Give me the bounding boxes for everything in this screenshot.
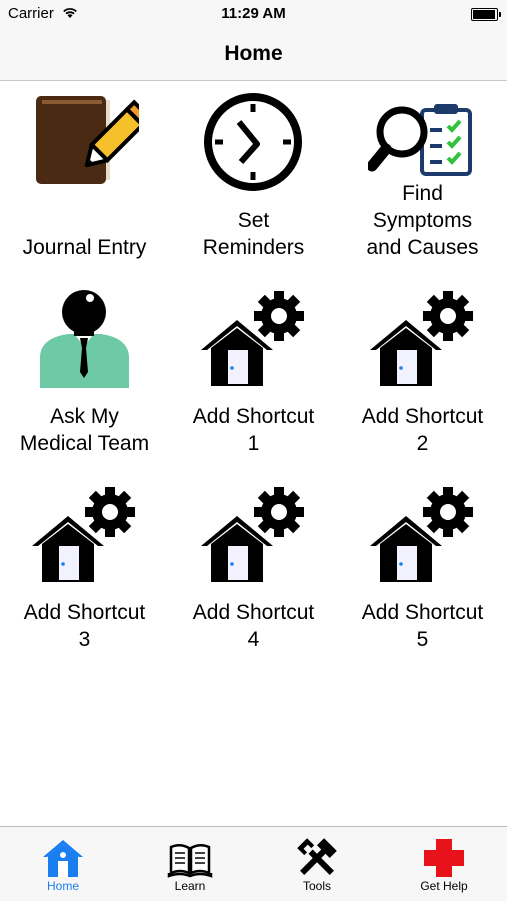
tab-label: Tools xyxy=(302,879,331,893)
tile-label: Add Shortcut 1 xyxy=(192,405,315,455)
house-gear-icon xyxy=(199,288,308,388)
tile-label: Set Reminders xyxy=(202,209,305,259)
tab-tools[interactable]: Tools xyxy=(254,827,380,901)
home-icon xyxy=(40,835,86,881)
clock-time: 11:29 AM xyxy=(221,5,286,22)
tile-ask-medical-team[interactable]: Ask My Medical Team xyxy=(0,288,169,478)
tile-label: Add Shortcut 5 xyxy=(361,601,484,651)
tile-find-symptoms[interactable]: Find Symptoms and Causes xyxy=(338,92,507,282)
navigation-bar: Home xyxy=(0,28,507,81)
tile-add-shortcut-5[interactable]: Add Shortcut 5 xyxy=(338,484,507,674)
house-gear-icon xyxy=(368,484,477,584)
tile-label: Add Shortcut 4 xyxy=(192,601,315,651)
battery-icon xyxy=(471,8,501,21)
journal-pencil-icon xyxy=(30,92,153,192)
wifi-icon xyxy=(62,6,78,24)
page-title: Home xyxy=(224,42,283,65)
tile-label: Ask My Medical Team xyxy=(19,405,150,455)
book-icon xyxy=(167,835,213,881)
carrier-label: Carrier xyxy=(8,5,54,22)
tab-home[interactable]: Home xyxy=(0,827,126,901)
house-gear-icon xyxy=(30,484,139,584)
tile-label: Add Shortcut 2 xyxy=(361,405,484,455)
tools-icon xyxy=(294,835,340,881)
tab-bar: Home Learn xyxy=(0,826,507,901)
tile-label: Find Symptoms and Causes xyxy=(366,182,479,259)
red-cross-icon xyxy=(421,835,467,881)
clock-icon xyxy=(199,92,308,192)
tile-add-shortcut-2[interactable]: Add Shortcut 2 xyxy=(338,288,507,478)
tile-add-shortcut-4[interactable]: Add Shortcut 4 xyxy=(169,484,338,674)
house-gear-icon xyxy=(199,484,308,584)
status-bar: Carrier 11:29 AM xyxy=(0,0,507,28)
doctor-icon xyxy=(30,288,139,388)
tab-get-help[interactable]: Get Help xyxy=(381,827,507,901)
tile-journal-entry[interactable]: Journal Entry xyxy=(0,92,169,282)
tile-add-shortcut-3[interactable]: Add Shortcut 3 xyxy=(0,484,169,674)
tile-add-shortcut-1[interactable]: Add Shortcut 1 xyxy=(169,288,338,478)
tab-label: Learn xyxy=(174,879,206,893)
tab-label: Home xyxy=(46,879,79,893)
house-gear-icon xyxy=(368,288,477,388)
tile-label: Add Shortcut 3 xyxy=(23,601,146,651)
magnifier-checklist-icon xyxy=(366,92,477,192)
tab-learn[interactable]: Learn xyxy=(127,827,253,901)
tile-label: Journal Entry xyxy=(22,236,147,259)
tab-label: Get Help xyxy=(420,879,468,893)
tile-set-reminders[interactable]: Set Reminders xyxy=(169,92,338,282)
